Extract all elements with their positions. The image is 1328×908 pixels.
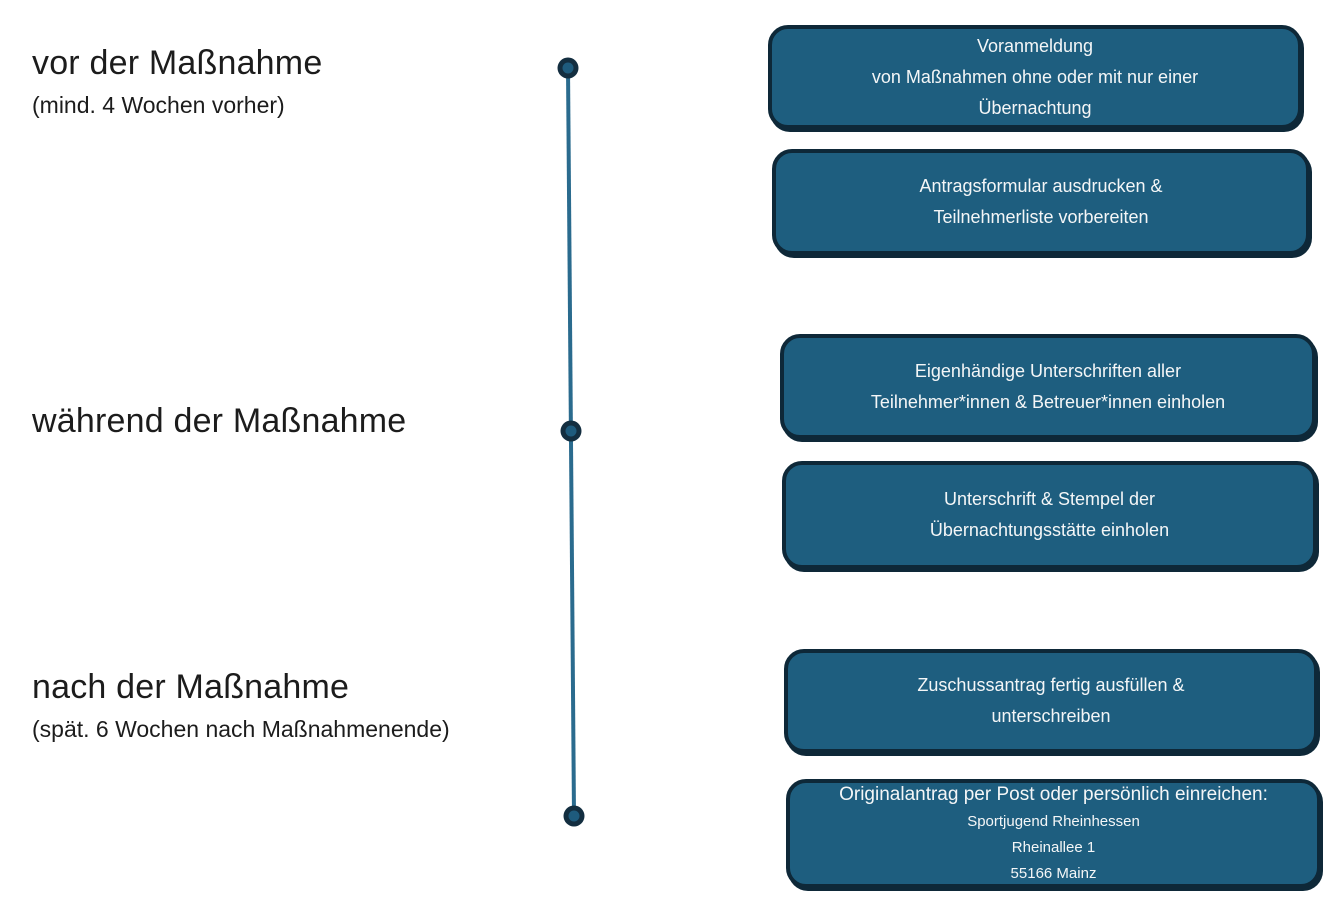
timeline-dot-during-center <box>565 425 577 437</box>
step-box-unterschriften: Eigenhändige Unterschriften aller Teilne… <box>780 334 1316 439</box>
step-line: Rheinallee 1 <box>1011 839 1096 856</box>
phase-title: nach der Maßnahme <box>32 668 350 706</box>
step-line: von Maßnahmen ohne oder mit nur einer <box>871 66 1199 87</box>
timeline-dot-before-center <box>562 62 574 74</box>
phase-title: während der Maßnahme <box>32 402 407 440</box>
step-line: 55166 Mainz <box>1010 865 1097 882</box>
step-line: Übernachtung <box>978 97 1092 118</box>
step-box-antragsformular: Antragsformular ausdrucken & Teilnehmerl… <box>772 149 1310 255</box>
step-line: Originalantrag per Post oder persönlich … <box>839 784 1268 805</box>
timeline-line <box>566 67 576 817</box>
step-line: Unterschrift & Stempel der <box>943 489 1156 509</box>
phase-subtitle: (mind. 4 Wochen vorher) <box>32 92 285 119</box>
step-line: Sportjugend Rheinhessen <box>967 813 1140 830</box>
step-box-stempel: Unterschrift & Stempel der Übernachtungs… <box>782 461 1317 569</box>
step-line: Teilnehmer*innen & Betreuer*innen einhol… <box>870 391 1226 412</box>
phase-label-before: vor der Maßnahme (mind. 4 Wochen vorher) <box>32 44 322 120</box>
step-line: Antragsformular ausdrucken & <box>919 176 1163 196</box>
timeline-dot-after-center <box>568 810 580 822</box>
step-line: Teilnehmerliste vorbereiten <box>933 207 1149 227</box>
phase-label-after: nach der Maßnahme (spät. 6 Wochen nach M… <box>32 668 450 744</box>
phase-label-during: während der Maßnahme <box>32 402 406 441</box>
step-line: unterschreiben <box>991 706 1111 726</box>
step-line: Übernachtungsstätte einholen <box>929 520 1170 540</box>
phase-subtitle: (spät. 6 Wochen nach Maßnahmenende) <box>32 716 450 743</box>
step-box-voranmeldung: Voranmeldung von Maßnahmen ohne oder mit… <box>768 25 1302 129</box>
step-line: Voranmeldung <box>976 35 1094 56</box>
step-line: Eigenhändige Unterschriften aller <box>914 360 1182 381</box>
phase-title: vor der Maßnahme <box>32 44 323 82</box>
step-line: Zuschussantrag fertig ausfüllen & <box>917 675 1185 695</box>
step-box-zuschussantrag: Zuschussantrag fertig ausfüllen & unters… <box>784 649 1318 753</box>
step-box-einreichen: Originalantrag per Post oder persönlich … <box>786 779 1321 888</box>
